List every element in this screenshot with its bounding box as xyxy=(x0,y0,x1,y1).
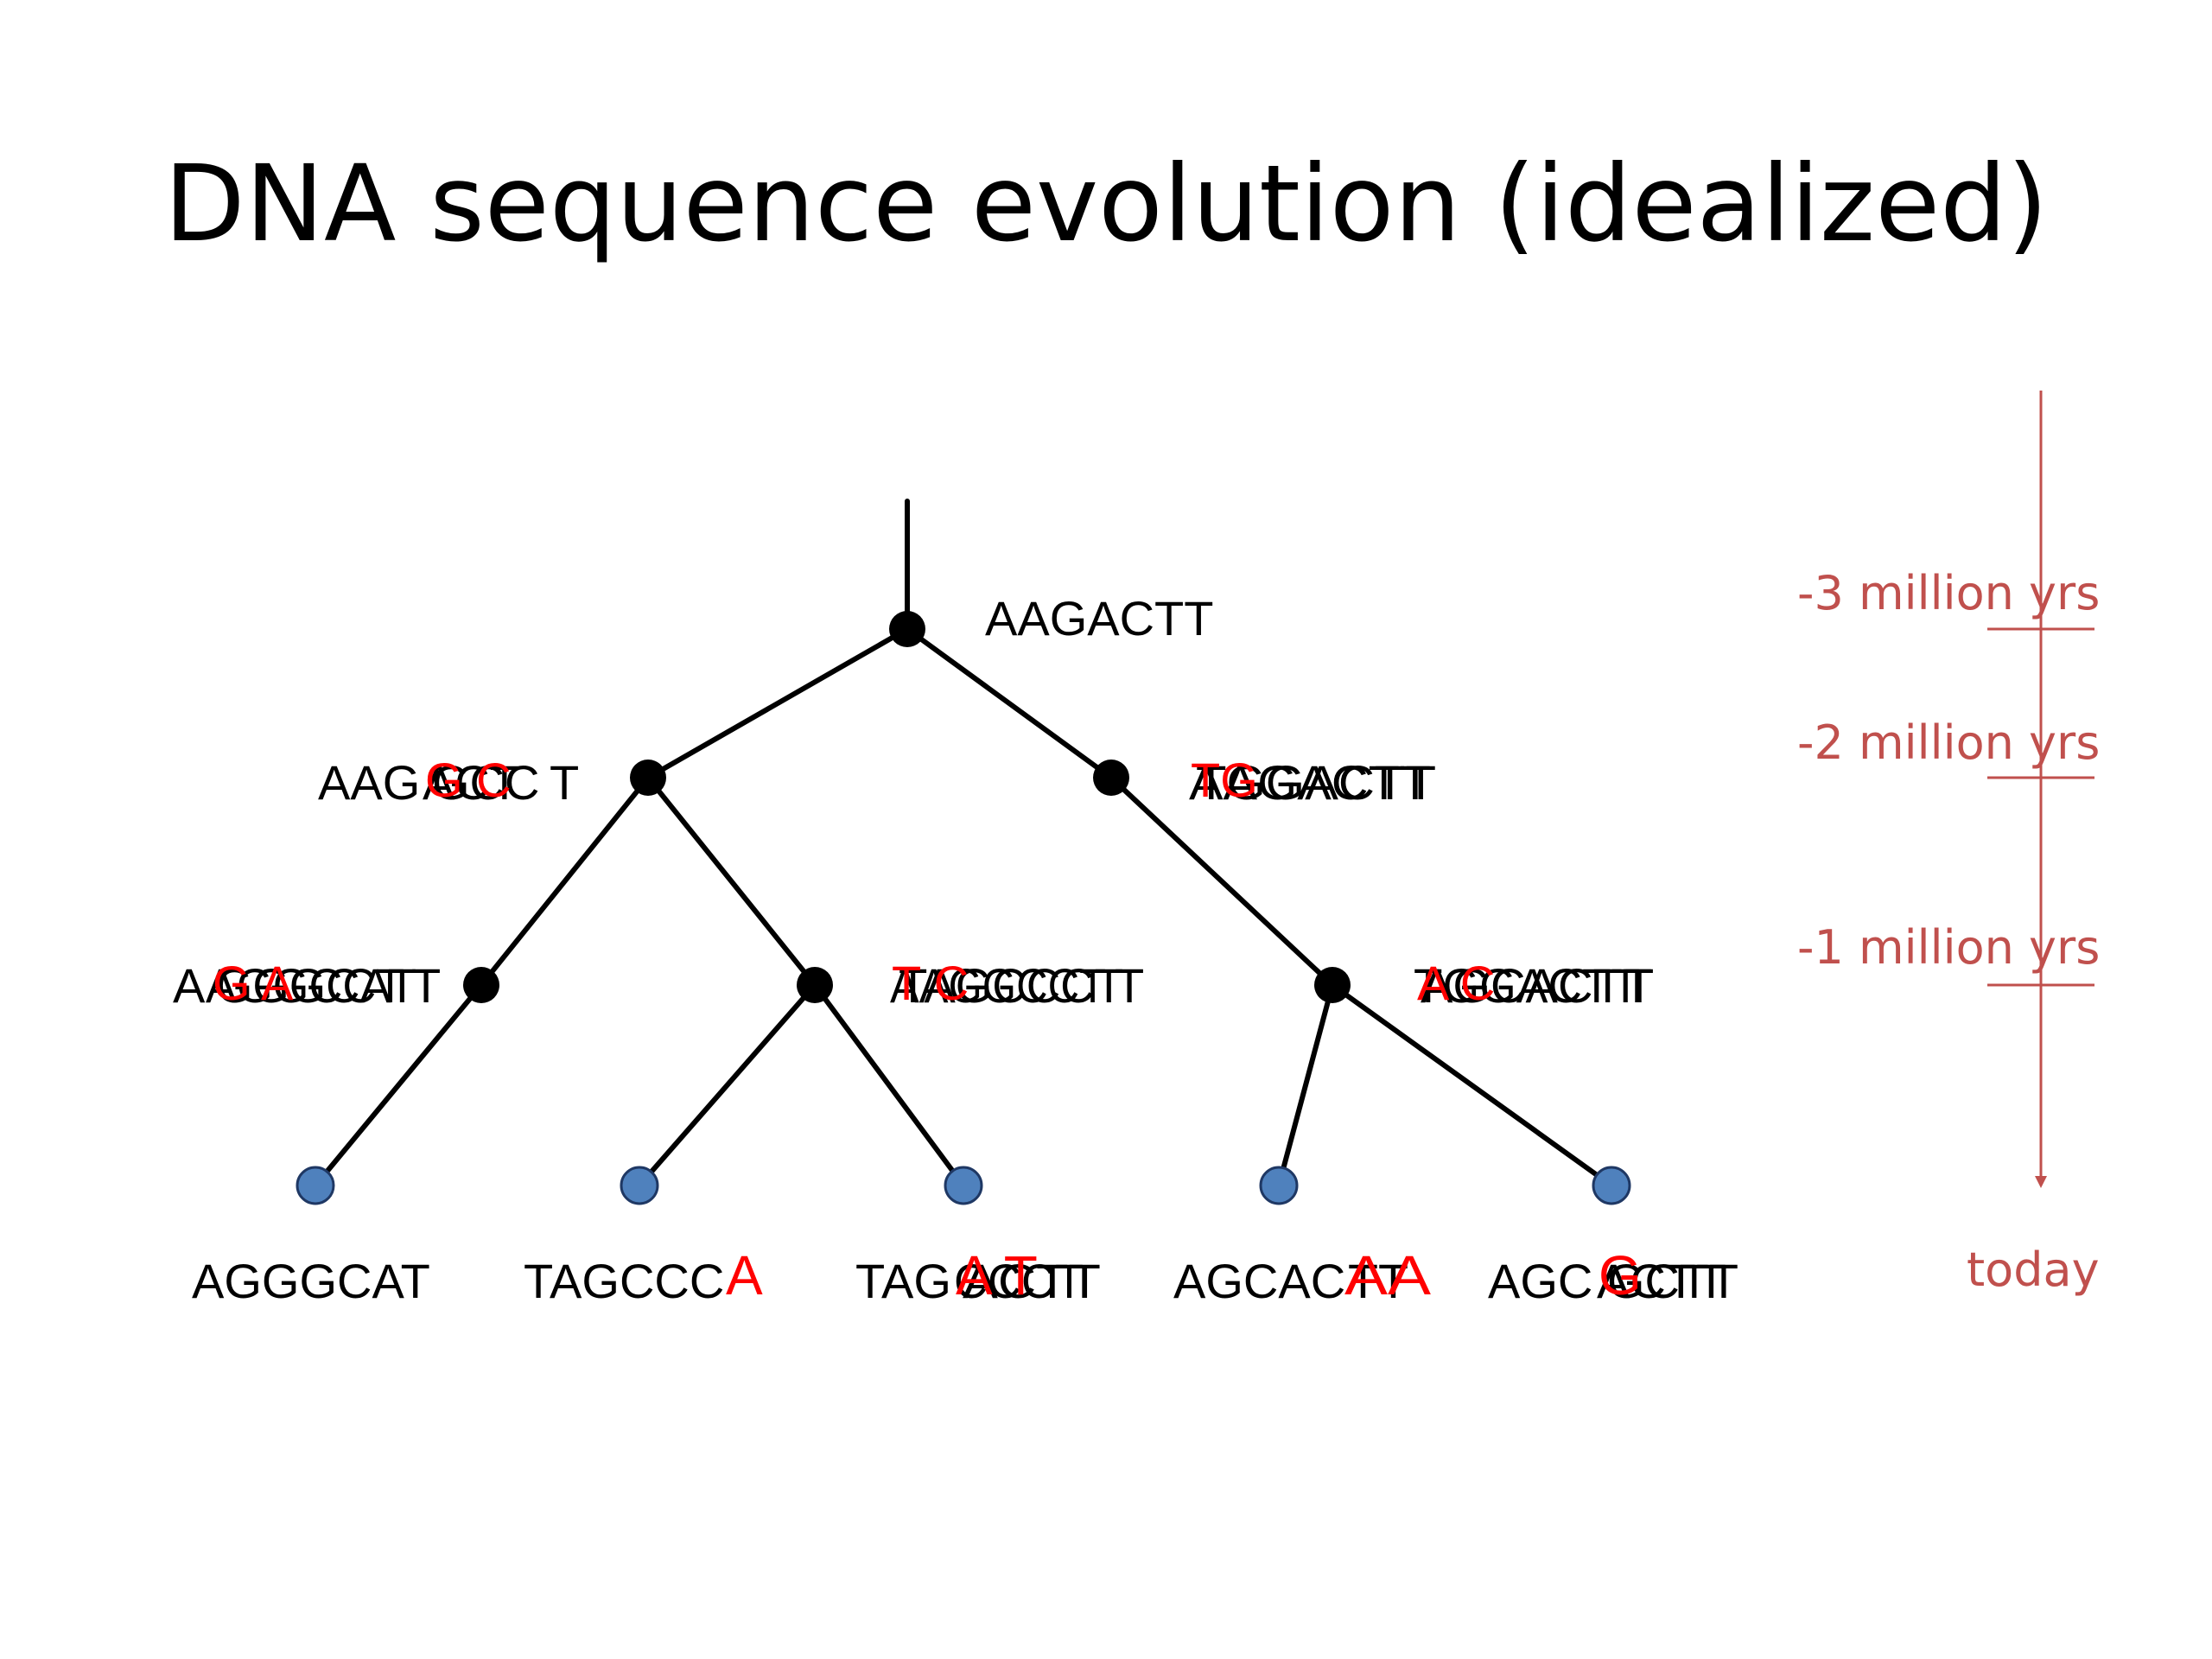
seq-base: TAGCCC xyxy=(524,1254,724,1308)
seq-overlap-a: AGGCCT xyxy=(206,958,404,1013)
mutations: G xyxy=(1599,1244,1642,1306)
mutations: G A xyxy=(213,956,294,1010)
leaf-sequence-2: TAGCCC A xyxy=(524,1244,763,1308)
seq-overlap-b: TGGACTT xyxy=(1196,755,1436,810)
seq-overlap-b: AGCACTT xyxy=(1421,958,1652,1013)
root-node xyxy=(889,611,925,647)
leaf-nodes xyxy=(296,1166,1631,1205)
branch-root-right xyxy=(905,626,1114,780)
branch-left-lr xyxy=(645,775,817,988)
mutations: A T xyxy=(956,1244,1038,1306)
branch-rr-leaf4 xyxy=(1276,982,1335,1188)
seq-tail: T xyxy=(1115,958,1144,1013)
mutations: T C xyxy=(892,956,969,1010)
timeline-end-label: today xyxy=(1967,1243,2100,1297)
seq-overlap-a: ACT xyxy=(423,755,519,810)
leaf-node-1 xyxy=(296,1166,335,1205)
leaf-sequence-5: AGC ACTT GCTT G xyxy=(1488,1244,1738,1308)
tree-branches xyxy=(313,499,1614,1188)
seq-overlap-a: CCCT xyxy=(954,1254,1084,1308)
branch-right-rr xyxy=(1109,775,1335,988)
internal-node-lr xyxy=(797,967,833,1003)
internal-node-left xyxy=(630,760,666,796)
internal-rr-sequence: TGGACTT AGCACTT T A C xyxy=(1414,956,1654,1013)
branch-ll-leaf1 xyxy=(313,982,484,1188)
seq-overlap-a: ACTT xyxy=(1597,1254,1726,1308)
seq-base: TAG xyxy=(855,1254,951,1308)
mutations: A xyxy=(726,1244,763,1306)
branch-lr-leaf2 xyxy=(637,982,817,1188)
internal-lr-sequence: AAGGCCT TAGCCCT T T C xyxy=(890,956,1144,1013)
mutations: G C xyxy=(425,753,512,807)
seq-overlap-b: ACTT xyxy=(963,1254,1101,1308)
timeline-label-1: -1 million yrs xyxy=(1797,920,2100,975)
internal-right-sequence: AAGACTT TGGACTT TG xyxy=(1189,753,1436,810)
branch-left-ll xyxy=(479,775,651,988)
internal-left-sequence: AAG ACT GCC T G C xyxy=(318,753,579,810)
seq-overlap-b: TAGCCCT xyxy=(899,958,1123,1013)
timeline xyxy=(1987,391,2094,1188)
root-sequence: AAGACTT xyxy=(985,591,1213,645)
branch-rr-leaf5 xyxy=(1330,982,1614,1188)
seq-overlap-b: GGGCAT xyxy=(216,958,416,1013)
internal-nodes xyxy=(463,611,1351,1003)
seq-overlap-a: TGGACTT xyxy=(1414,958,1640,1013)
mutations: TG xyxy=(1191,753,1258,807)
leaf-node-3 xyxy=(944,1166,983,1205)
mutations: AA xyxy=(1344,1244,1431,1306)
leaf-node-5 xyxy=(1592,1166,1631,1205)
leaf-sequence-4: AGCAC TT AA xyxy=(1173,1244,1431,1308)
seq-base: AGCAC xyxy=(1173,1254,1345,1308)
seq-overlap-b: GCC xyxy=(432,755,539,810)
branch-lr-leaf3 xyxy=(812,982,966,1188)
slide-title: DNA sequence evolution (idealized) xyxy=(163,143,2049,265)
internal-node-rr xyxy=(1314,967,1351,1003)
seq-overlap-b: GCTT xyxy=(1607,1254,1738,1308)
leaf-sequence-3: TAG CCCT ACTT A T xyxy=(855,1244,1101,1308)
seq-base: AAG xyxy=(318,755,420,810)
seq-overlap-a: AAGGCCT xyxy=(890,958,1106,1013)
seq-overlap: TT xyxy=(1348,1254,1408,1308)
seq-tail: T xyxy=(411,958,441,1013)
seq-base: A xyxy=(173,958,206,1013)
leaf-sequence-1: AGGGCAT xyxy=(192,1254,430,1308)
seq-overlap-a: AAGACTT xyxy=(1189,755,1431,810)
seq-tail: T xyxy=(550,755,579,810)
internal-node-ll xyxy=(463,967,499,1003)
internal-node-right xyxy=(1093,760,1129,796)
leaf-node-2 xyxy=(620,1166,659,1205)
leaf-node-4 xyxy=(1259,1166,1299,1205)
timeline-label-3: -3 million yrs xyxy=(1797,566,2100,620)
mutations: A C xyxy=(1417,956,1495,1010)
seq-tail: T xyxy=(1624,958,1654,1013)
timeline-label-2: -2 million yrs xyxy=(1797,715,2100,770)
branch-root-left xyxy=(645,626,910,780)
internal-ll-sequence: A AGGCCT GGGCAT T G A xyxy=(173,956,441,1013)
seq-base: AGC xyxy=(1488,1254,1592,1308)
